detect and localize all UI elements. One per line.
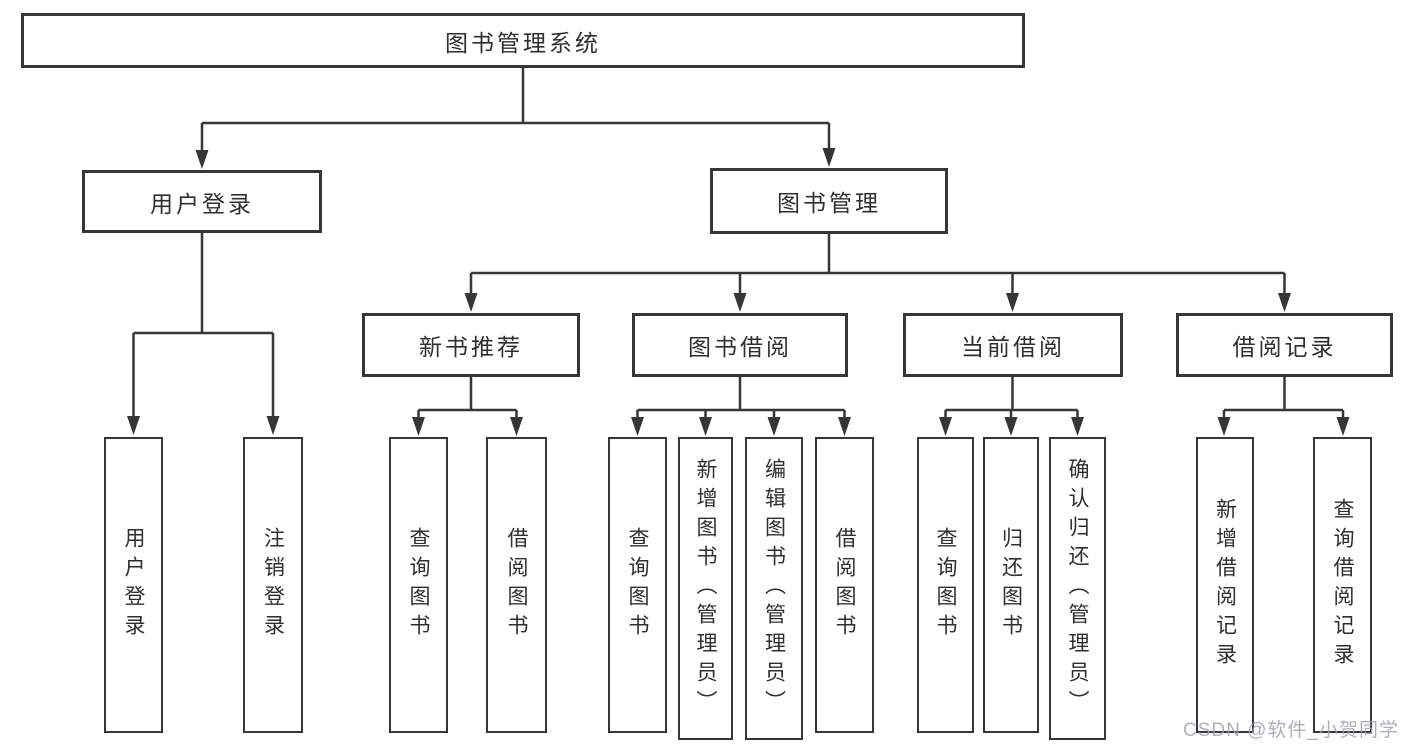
leaf-label: 编辑图书（管理员） [762, 458, 786, 719]
node-current-borrowing: 当前借阅 [903, 313, 1123, 377]
leaf-label: 借阅图书 [505, 527, 528, 643]
leaf-confirm-return-admin: 确认归还（管理员） [1049, 437, 1106, 740]
node-label: 新书推荐 [419, 334, 523, 360]
node-book-borrowing: 图书借阅 [632, 313, 848, 377]
leaf-logout: 注销登录 [243, 437, 303, 733]
node-label: 图书借阅 [688, 334, 792, 360]
leaf-add-books-admin: 新增图书（管理员） [678, 437, 733, 740]
node-label: 当前借阅 [961, 334, 1065, 360]
leaf-label: 新增图书（管理员） [694, 458, 717, 719]
node-new-book-recommendation: 新书推荐 [362, 313, 580, 377]
leaf-borrow-books: 借阅图书 [815, 437, 874, 733]
leaf-label: 查询借阅记录 [1331, 498, 1354, 672]
node-book-management: 图书管理 [710, 168, 948, 234]
leaf-query-books: 查询图书 [608, 437, 667, 733]
leaf-label: 查询图书 [934, 527, 957, 643]
leaf-user-login: 用户登录 [104, 437, 163, 733]
leaf-label: 用户登录 [122, 527, 145, 643]
leaf-add-borrow-record: 新增借阅记录 [1196, 437, 1254, 733]
leaf-label: 新增借阅记录 [1213, 498, 1237, 672]
leaf-edit-books-admin: 编辑图书（管理员） [745, 437, 803, 740]
node-root-label: 图书管理系统 [445, 29, 601, 56]
leaf-label: 归还图书 [999, 527, 1023, 643]
node-root-system: 图书管理系统 [21, 13, 1025, 68]
leaf-query-books: 查询图书 [389, 437, 448, 733]
node-label: 图书管理 [777, 190, 881, 216]
leaf-return-books: 归还图书 [983, 437, 1039, 733]
node-borrowing-records: 借阅记录 [1176, 313, 1393, 377]
leaf-query-books: 查询图书 [917, 437, 974, 733]
leaf-label: 确认归还（管理员） [1066, 458, 1089, 719]
leaf-label: 查询图书 [626, 527, 649, 643]
csdn-watermark: CSDN @软件_小贺同学 [1183, 720, 1399, 741]
node-label: 用户登录 [150, 190, 254, 217]
leaf-label: 查询图书 [407, 527, 430, 643]
node-label: 借阅记录 [1232, 334, 1337, 360]
leaf-borrow-books: 借阅图书 [486, 437, 547, 733]
leaf-label: 借阅图书 [833, 527, 856, 643]
node-user-login: 用户登录 [82, 170, 322, 233]
leaf-label: 注销登录 [261, 527, 285, 643]
leaf-query-borrow-record: 查询借阅记录 [1313, 437, 1372, 733]
